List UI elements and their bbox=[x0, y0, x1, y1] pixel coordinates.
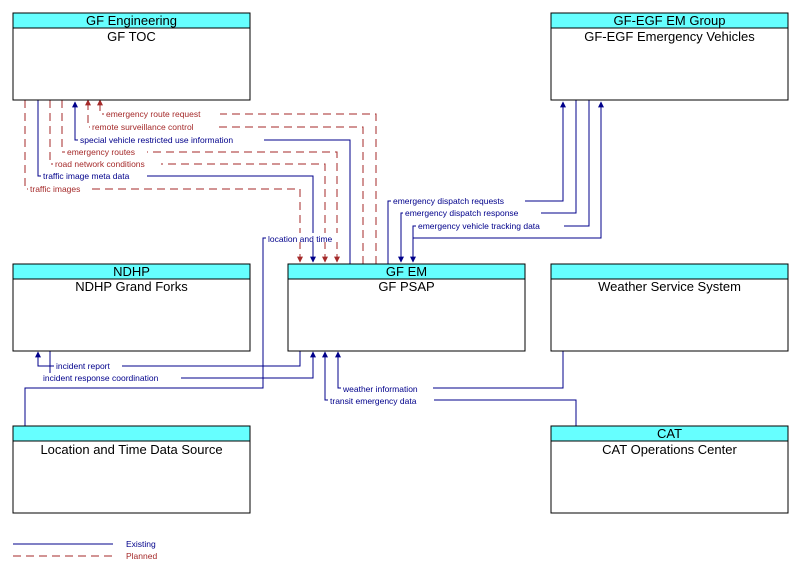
label-incident-response-coordination: incident response coordination bbox=[43, 373, 159, 383]
flow-remote-surveillance-control bbox=[85, 99, 364, 264]
label-emergency-routes: emergency routes bbox=[67, 147, 135, 157]
flow-emergency-routes bbox=[61, 100, 340, 263]
gf-egf-header: GF-EGF EM Group bbox=[614, 13, 726, 28]
location-name: Location and Time Data Source bbox=[40, 442, 222, 457]
gf-toc-name: GF TOC bbox=[107, 29, 156, 44]
label-special-vehicle-restricted-use-information: special vehicle restricted use informati… bbox=[80, 135, 233, 145]
label-location-and-time: location and time bbox=[268, 234, 333, 244]
cat-name: CAT Operations Center bbox=[602, 442, 737, 457]
ndhp-name: NDHP Grand Forks bbox=[75, 279, 188, 294]
gf-toc-header: GF Engineering bbox=[86, 13, 177, 28]
weather-name: Weather Service System bbox=[598, 279, 741, 294]
label-road-network-conditions: road network conditions bbox=[55, 159, 145, 169]
cat-header: CAT bbox=[657, 426, 682, 441]
label-traffic-images: traffic images bbox=[30, 184, 80, 194]
boxes: GF Engineering GF TOC GF-EGF EM Group GF… bbox=[12, 12, 789, 514]
label-traffic-image-meta-data: traffic image meta data bbox=[43, 171, 130, 181]
legend-existing-label: Existing bbox=[126, 539, 156, 549]
label-transit-emergency-data: transit emergency data bbox=[330, 396, 417, 406]
gf-egf-name: GF-EGF Emergency Vehicles bbox=[584, 29, 755, 44]
label-emergency-dispatch-requests: emergency dispatch requests bbox=[393, 196, 504, 206]
box-gf-egf-emergency-vehicles[interactable]: GF-EGF EM Group GF-EGF Emergency Vehicle… bbox=[550, 12, 789, 101]
label-emergency-dispatch-response: emergency dispatch response bbox=[405, 208, 519, 218]
ndhp-header: NDHP bbox=[113, 264, 150, 279]
gf-psap-name: GF PSAP bbox=[378, 279, 434, 294]
label-emergency-route-request: emergency route request bbox=[106, 109, 201, 119]
box-ndhp-grand-forks[interactable]: NDHP NDHP Grand Forks bbox=[12, 263, 251, 352]
flow-weather-information bbox=[335, 351, 564, 389]
label-remote-surveillance-control: remote surveillance control bbox=[92, 122, 194, 132]
flow-incident-response-coordination bbox=[49, 351, 316, 379]
box-weather-service-system[interactable]: Weather Service System bbox=[550, 263, 789, 352]
label-incident-report: incident report bbox=[56, 361, 111, 371]
label-emergency-vehicle-tracking-data: emergency vehicle tracking data bbox=[418, 221, 540, 231]
flow-lines bbox=[24, 99, 604, 426]
flow-labels: emergency route request remote surveilla… bbox=[28, 109, 564, 406]
box-cat-operations-center[interactable]: CAT CAT Operations Center bbox=[550, 425, 789, 514]
flow-transit-emergency-data bbox=[322, 351, 577, 426]
label-weather-information: weather information bbox=[342, 384, 418, 394]
flow-emergency-dispatch-requests bbox=[387, 101, 566, 264]
legend-planned-label: Planned bbox=[126, 551, 157, 561]
legend: Existing Planned bbox=[13, 539, 157, 561]
gf-psap-header: GF EM bbox=[386, 264, 427, 279]
flow-incident-report bbox=[35, 351, 301, 367]
flow-road-network-conditions bbox=[49, 100, 328, 263]
flow-traffic-images bbox=[24, 100, 303, 263]
box-location-and-time-data-source[interactable]: Location and Time Data Source bbox=[12, 425, 251, 514]
flow-traffic-image-meta-data bbox=[37, 100, 316, 263]
box-gf-psap[interactable]: GF EM GF PSAP bbox=[287, 263, 526, 352]
box-gf-toc[interactable]: GF Engineering GF TOC bbox=[12, 12, 251, 101]
flow-emergency-vehicle-tracking-data-2 bbox=[413, 101, 604, 239]
flow-emergency-route-request bbox=[97, 99, 377, 264]
